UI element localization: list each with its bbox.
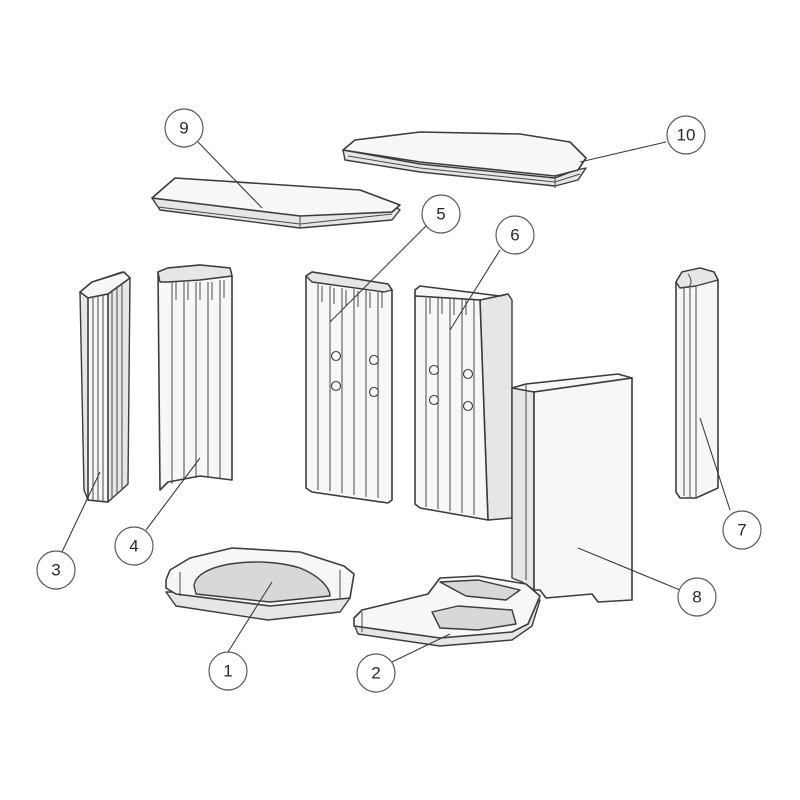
callout-10: 10 <box>666 115 706 155</box>
leader-1 <box>227 581 273 653</box>
part-1-hearth-base <box>165 547 355 621</box>
callout-9-label: 9 <box>179 119 188 138</box>
callout-3-label: 3 <box>51 561 60 580</box>
leader-3 <box>61 471 101 553</box>
callout-8: 8 <box>677 577 717 617</box>
part-2-hearth-corner <box>353 575 541 647</box>
part-8-side-plate <box>511 373 633 603</box>
part-9-baffle-plate <box>151 177 401 229</box>
callout-3: 3 <box>36 550 76 590</box>
leader-lines <box>61 141 731 663</box>
part-4-curved-brick <box>157 264 233 491</box>
leader-2 <box>391 633 451 663</box>
callout-7: 7 <box>722 510 762 550</box>
callout-5-label: 5 <box>436 205 445 224</box>
leader-4 <box>145 457 201 531</box>
part-5-rear-brick <box>305 271 393 504</box>
leader-6 <box>449 249 501 331</box>
callout-6-label: 6 <box>510 226 519 245</box>
callout-5: 5 <box>421 194 461 234</box>
leader-7 <box>699 417 731 511</box>
callout-7-label: 7 <box>737 521 746 540</box>
part-10-baffle-plate <box>342 131 587 188</box>
leader-10 <box>579 141 667 163</box>
callout-2: 2 <box>356 653 396 693</box>
leader-5 <box>329 225 427 323</box>
callout-10-label: 10 <box>677 126 696 145</box>
callout-8-label: 8 <box>692 588 701 607</box>
leader-9 <box>197 141 263 209</box>
callout-1-label: 1 <box>223 662 232 681</box>
callout-6: 6 <box>495 215 535 255</box>
callout-1: 1 <box>208 651 248 691</box>
part-7-channel-strip <box>675 267 719 499</box>
part-6-rear-brick <box>414 285 513 521</box>
part-3-side-brick <box>79 271 131 503</box>
callout-9: 9 <box>164 108 204 148</box>
callout-2-label: 2 <box>371 664 380 683</box>
leader-8 <box>577 547 681 591</box>
callout-4-label: 4 <box>129 537 138 556</box>
callout-4: 4 <box>114 526 154 566</box>
